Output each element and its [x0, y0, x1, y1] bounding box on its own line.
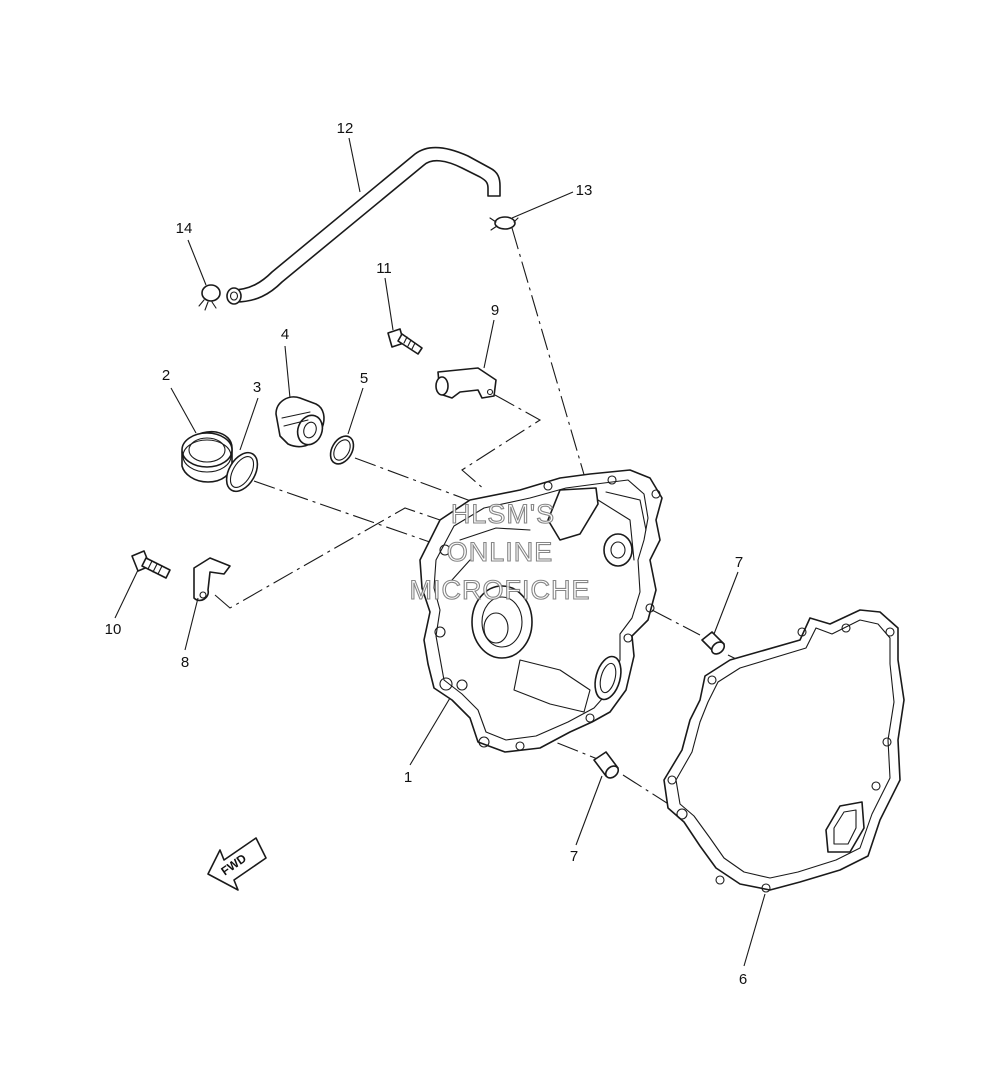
- callout-13: 13: [576, 182, 593, 199]
- dowel-pin-7-bottom: [593, 751, 620, 779]
- watermark-line-3: MICROFICHE: [410, 575, 591, 605]
- bolt-11: [387, 328, 423, 355]
- alignment-line-13: [511, 227, 586, 479]
- alignment-line-8: [214, 507, 441, 609]
- watermark-line-2: ONLINE: [447, 537, 554, 567]
- plug-2: [181, 430, 233, 483]
- alignment-line-7-bottom-gasket: [622, 774, 671, 806]
- callout-9: 9: [491, 302, 499, 319]
- callout-12: 12: [337, 120, 354, 137]
- watermark-line-1: HLSM'S: [451, 499, 555, 529]
- callout-14: 14: [176, 220, 193, 237]
- alignment-line-9: [461, 394, 542, 491]
- bracket-9: [435, 367, 497, 399]
- leader-lines: [114, 137, 766, 967]
- crankcase-cover: [419, 469, 663, 753]
- clamp-8: [193, 557, 231, 602]
- gasket-6: [663, 609, 905, 893]
- callout-5: 5: [360, 370, 368, 387]
- callout-7-top: 7: [735, 554, 743, 571]
- callout-8: 8: [181, 654, 189, 671]
- callout-10: 10: [105, 621, 122, 638]
- callout-2: 2: [162, 367, 170, 384]
- bolt-10: [131, 550, 171, 579]
- sleeve-4: [275, 396, 325, 448]
- alignment-line-7-top: [651, 609, 701, 636]
- watermark: HLSM'S ONLINE MICROFICHE: [409, 498, 591, 605]
- callout-6: 6: [739, 971, 747, 988]
- forward-direction-arrow: FWD: [207, 837, 267, 891]
- callout-4: 4: [281, 326, 289, 343]
- breather-hose: [226, 146, 501, 305]
- o-ring-5-inner: [333, 439, 351, 461]
- callout-7-bottom: 7: [570, 848, 578, 865]
- callout-3: 3: [253, 379, 261, 396]
- callout-1: 1: [404, 769, 412, 786]
- dowel-pin-7-top: [701, 631, 726, 655]
- o-ring-3-inner: [229, 456, 255, 488]
- o-ring-3: [225, 451, 259, 493]
- o-ring-5: [329, 435, 355, 465]
- hose-clip-13: [489, 216, 519, 231]
- callouts: 1 2 3 4 5 6 7 7 8 9 10 11 12 13 14: [105, 120, 748, 988]
- callout-11: 11: [376, 260, 392, 277]
- hose-clip-14: [198, 284, 221, 311]
